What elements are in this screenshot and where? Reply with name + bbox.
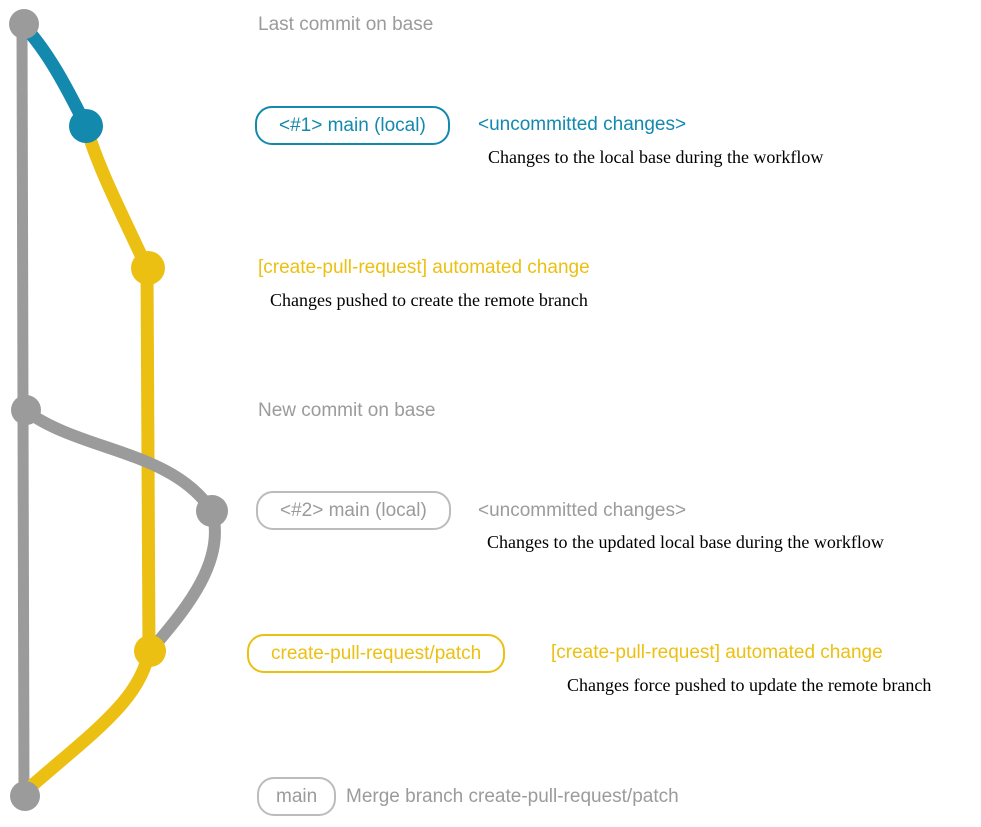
remote-branch-merge-curve xyxy=(22,648,156,795)
description-force-push: Changes force pushed to update the remot… xyxy=(567,675,932,695)
commit-node-remote-2 xyxy=(134,635,166,667)
heading-automated-change-1: [create-pull-request] automated change xyxy=(258,257,590,278)
commit-node-last-base xyxy=(9,9,39,39)
description-local-changes-2: Changes to the updated local base during… xyxy=(487,532,884,552)
commit-message-merge: Merge branch create-pull-request/patch xyxy=(346,786,679,807)
commit-message-new-base: New commit on base xyxy=(258,400,436,421)
heading-automated-change-2: [create-pull-request] automated change xyxy=(551,642,883,663)
base-to-local2-curve xyxy=(22,406,218,515)
branch-tag-main-2: <#2> main (local) xyxy=(256,491,451,530)
remote-branch-line xyxy=(79,124,156,651)
local-branch-curve xyxy=(19,21,92,129)
commit-node-merge xyxy=(10,781,40,811)
branch-tag-main-final: main xyxy=(257,777,337,816)
commit-node-new-base xyxy=(11,395,41,425)
heading-uncommitted-changes-2: <uncommitted changes> xyxy=(478,500,687,521)
description-push-create: Changes pushed to create the remote bran… xyxy=(270,290,588,310)
branch-tag-main-1: <#1> main (local) xyxy=(255,106,450,145)
commit-node-local-1 xyxy=(69,109,103,143)
description-local-changes-1: Changes to the local base during the wor… xyxy=(488,147,824,167)
heading-uncommitted-changes-1: <uncommitted changes> xyxy=(478,114,687,135)
commit-node-remote-1 xyxy=(131,251,165,285)
branch-tag-patch: create-pull-request/patch xyxy=(247,634,506,673)
commit-message-last-base: Last commit on base xyxy=(258,14,434,35)
local2-to-remote-curve xyxy=(147,509,221,653)
commit-node-local-2 xyxy=(196,495,228,527)
